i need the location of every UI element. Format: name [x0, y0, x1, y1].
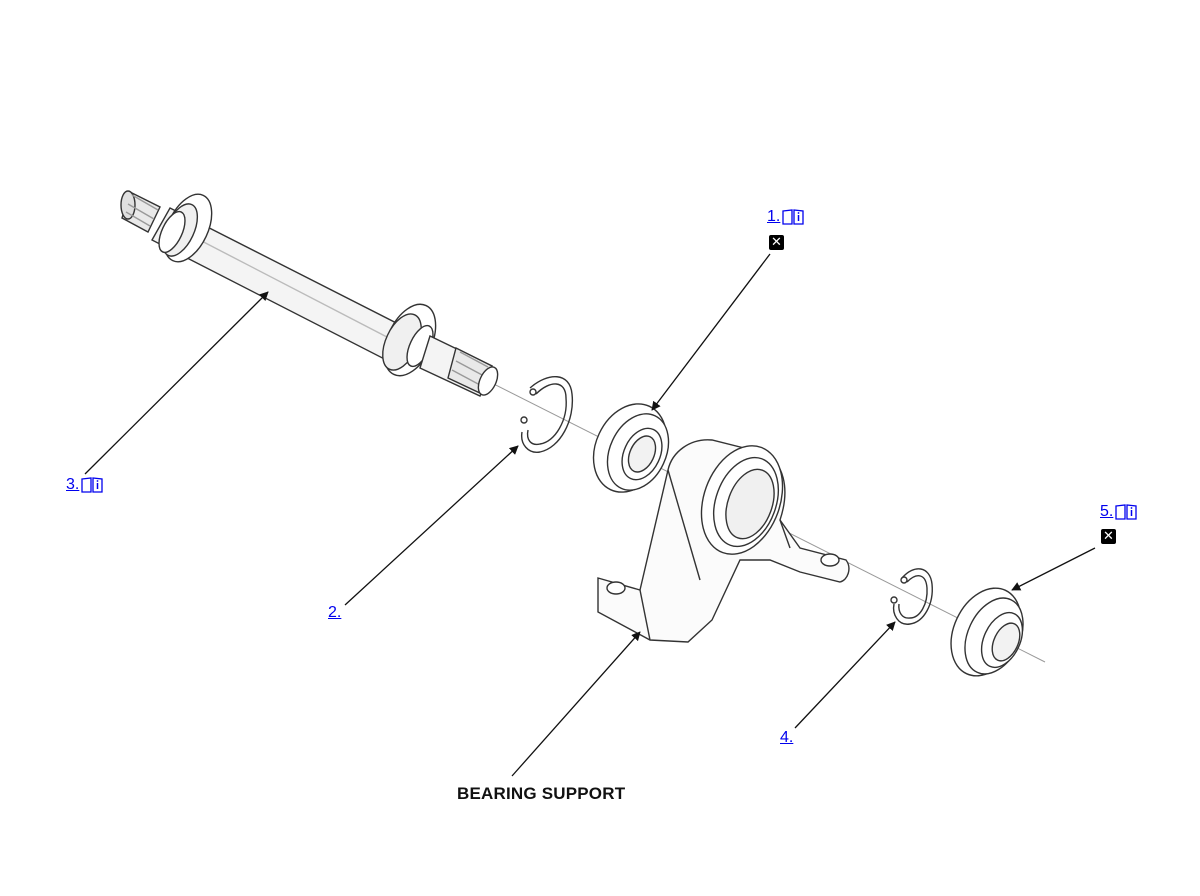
book-info-icon[interactable]: [781, 208, 805, 226]
callout-5-label: 5.: [1100, 503, 1114, 520]
callout-3-link[interactable]: 3.: [66, 476, 104, 494]
remove-x-icon: ✕: [1101, 529, 1116, 544]
leader-line-2: [344, 445, 519, 606]
intermediate-shaft: [120, 190, 499, 397]
leader-line-1: [651, 253, 771, 411]
callout-1-label: 1.: [767, 208, 781, 225]
book-info-icon[interactable]: [80, 476, 104, 494]
callout-4-label: 4.: [780, 729, 794, 746]
callout-4-link[interactable]: 4.: [780, 729, 793, 747]
remove-x-icon: ✕: [769, 235, 784, 250]
callout-3-label: 3.: [66, 476, 80, 493]
bearing-1: [592, 403, 670, 493]
callout-2-link[interactable]: 2.: [328, 604, 341, 622]
snap-ring-2: [520, 375, 574, 453]
seal-5: [950, 587, 1024, 677]
callout-1-link[interactable]: 1.: [767, 208, 805, 226]
book-info-icon[interactable]: [1114, 503, 1138, 521]
bearing-support-bracket: [597, 439, 850, 643]
leader-line-3: [84, 291, 269, 475]
bearing-support-caption: BEARING SUPPORT: [457, 784, 626, 803]
leader-line-4: [794, 621, 896, 729]
snap-ring-4: [890, 568, 933, 625]
leader-line-bearing-support: [511, 631, 641, 777]
callout-5-link[interactable]: 5.: [1100, 503, 1138, 521]
callout-2-label: 2.: [328, 604, 342, 621]
leader-line-5: [1011, 547, 1096, 591]
